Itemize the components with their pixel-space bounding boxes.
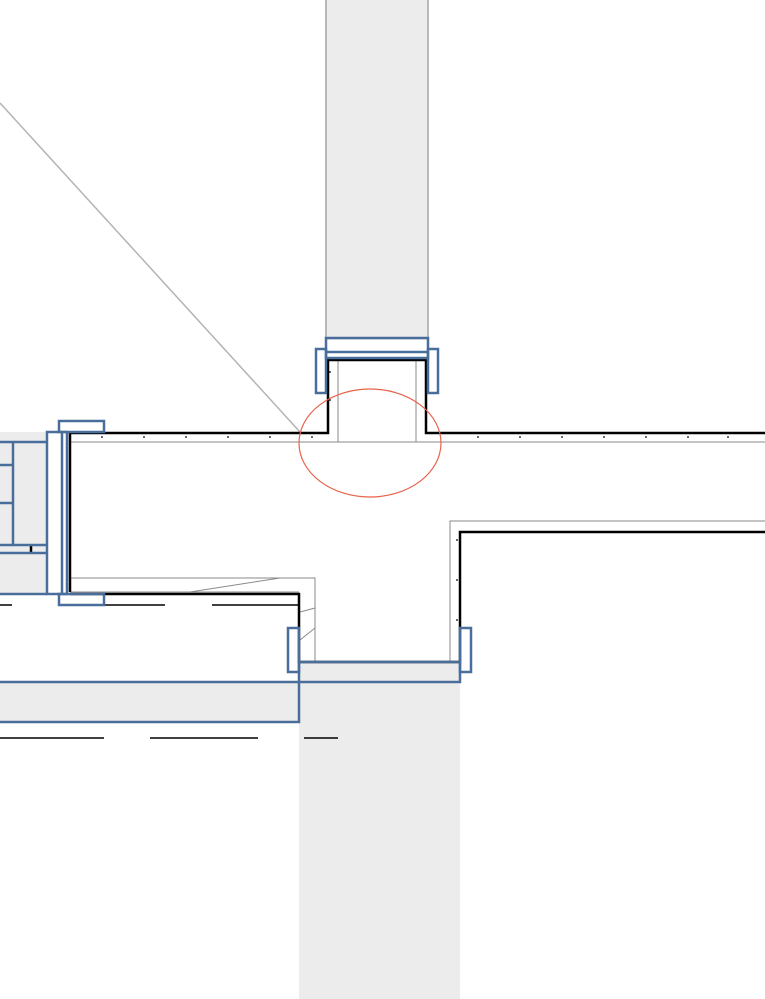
dot-marks <box>101 371 729 621</box>
callout-ellipse <box>298 388 442 498</box>
vertical-wall-top <box>326 0 428 340</box>
finish-lines <box>29 358 765 664</box>
wall-fill-regions <box>0 0 460 999</box>
left-wall-block <box>0 432 47 595</box>
dash-segments <box>0 604 338 739</box>
vertical-wall-bottom <box>299 682 460 999</box>
wall-outlines <box>325 0 429 340</box>
left-lower-wall-band <box>0 682 299 722</box>
inner-finish-lines <box>70 360 765 662</box>
lower-step-band <box>299 662 460 682</box>
cladding-frames <box>0 336 473 724</box>
leader-line <box>0 102 301 433</box>
